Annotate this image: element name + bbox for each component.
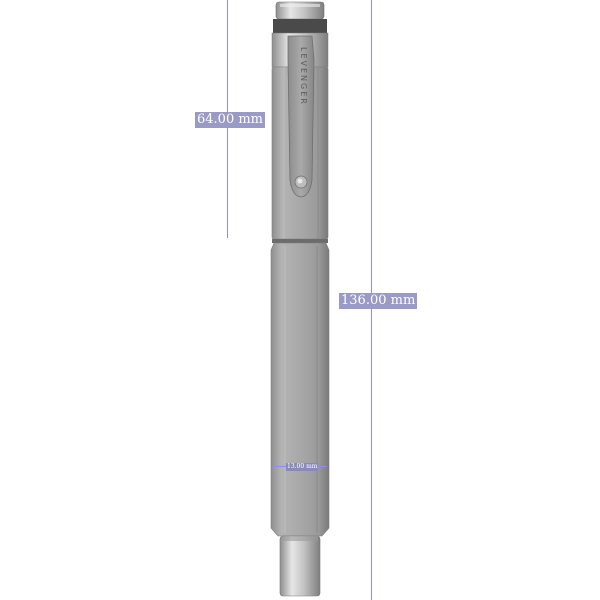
total-length-label: 136.00 mm xyxy=(339,293,418,309)
cap-joint xyxy=(272,239,328,243)
cap-top-finial xyxy=(275,1,325,20)
barrel-end-cap xyxy=(279,535,321,597)
pen-barrel xyxy=(270,242,330,537)
cap-length-label: 64.00 mm xyxy=(195,112,266,128)
diameter-label: 13.00 mm xyxy=(286,463,319,471)
pocket-clip xyxy=(287,35,315,198)
brand-engraving: LEVENGER xyxy=(299,46,308,106)
